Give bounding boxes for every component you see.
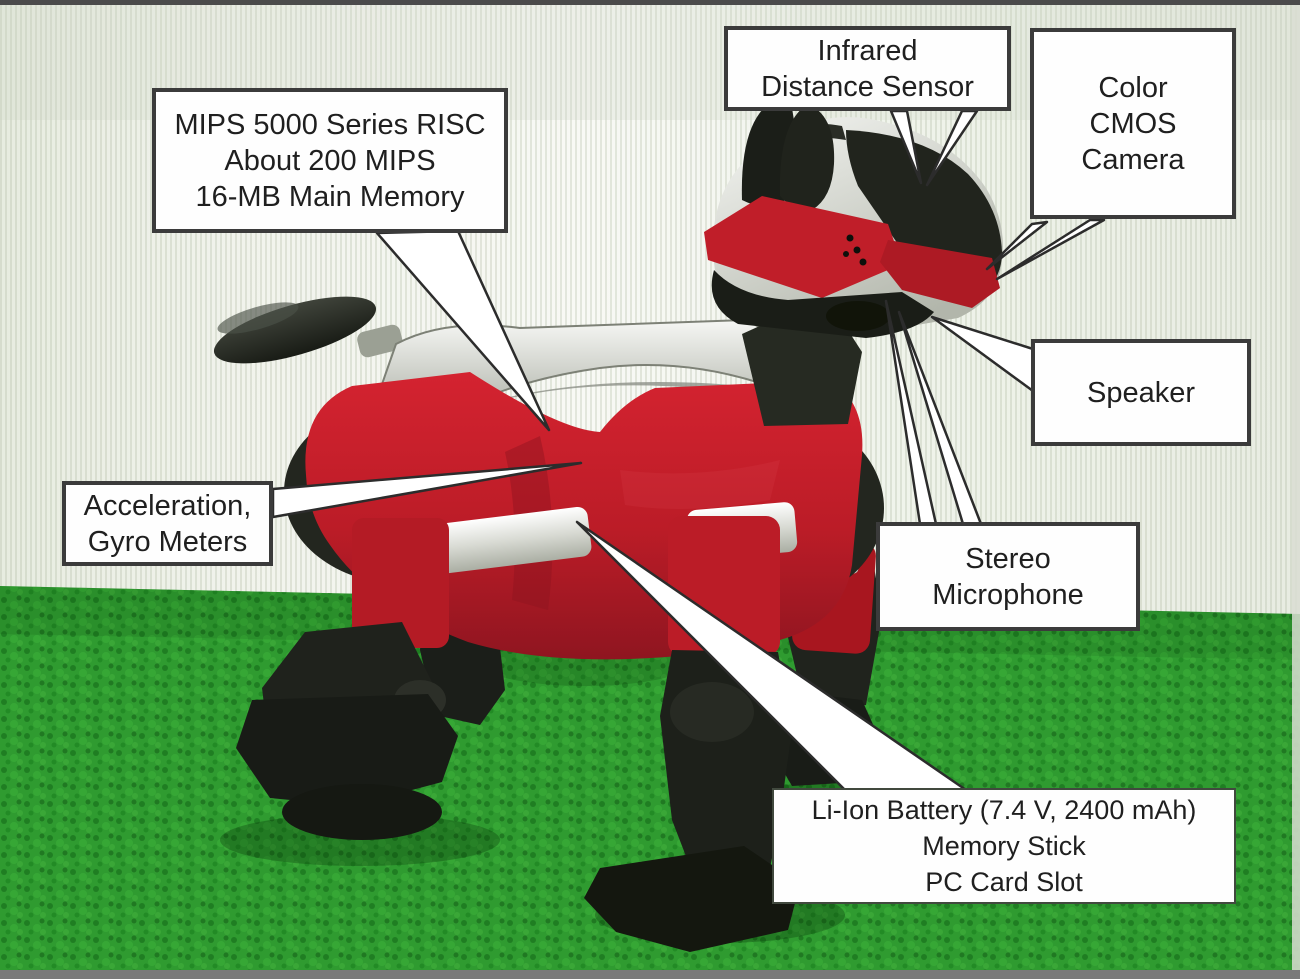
- label-infrared-distance-sensor: Infrared Distance Sensor: [724, 26, 1011, 111]
- robot-chin-speaker: [826, 301, 890, 331]
- robot-dog: [213, 101, 1003, 952]
- pointer-infrared-1: [889, 109, 923, 185]
- label-microphone-line-1: Stereo: [965, 542, 1051, 575]
- label-microphone-line-2: Microphone: [932, 578, 1084, 611]
- label-battery-memory-pccard: Li-Ion Battery (7.4 V, 2400 mAh) Memory …: [772, 788, 1236, 904]
- label-battery-line-1: Li-Ion Battery (7.4 V, 2400 mAh): [811, 795, 1197, 825]
- label-infrared-line-2: Distance Sensor: [761, 70, 974, 103]
- label-camera-line-2: CMOS: [1089, 107, 1177, 140]
- label-processor-line-2: About 200 MIPS: [224, 144, 436, 177]
- label-stereo-microphone: Stereo Microphone: [876, 522, 1140, 631]
- robot-headband-right: [880, 240, 1000, 308]
- label-acceleration-line-1: Acceleration,: [83, 489, 252, 522]
- pointer-camera-1: [985, 220, 1049, 271]
- label-processor-line-3: 16-MB Main Memory: [195, 180, 465, 213]
- robot-face-leds: [843, 234, 867, 266]
- label-battery-line-3: PC Card Slot: [925, 867, 1083, 897]
- robot-front-leg: [584, 502, 800, 952]
- label-processor-line-1: MIPS 5000 Series RISC: [174, 108, 486, 141]
- robot-rear-leg: [236, 506, 592, 840]
- robot-head: [704, 101, 1003, 426]
- label-color-cmos-camera: Color CMOS Camera: [1030, 28, 1236, 219]
- pointer-infrared-2: [925, 109, 979, 187]
- label-battery-line-2: Memory Stick: [922, 831, 1086, 861]
- label-camera-line-3: Camera: [1081, 143, 1185, 176]
- label-camera-line-1: Color: [1098, 71, 1168, 104]
- robot-ears: [741, 101, 835, 211]
- pointer-acceleration: [271, 461, 583, 519]
- label-speaker: Speaker: [1031, 339, 1251, 446]
- label-acceleration-gyro: Acceleration, Gyro Meters: [62, 481, 273, 566]
- label-speaker-line-1: Speaker: [1086, 376, 1195, 409]
- label-processor: MIPS 5000 Series RISC About 200 MIPS 16-…: [152, 88, 508, 233]
- label-infrared-line-1: Infrared: [817, 34, 918, 67]
- label-acceleration-line-2: Gyro Meters: [87, 525, 248, 558]
- pointer-camera-2: [995, 218, 1106, 281]
- robot-tail: [213, 296, 403, 364]
- robot-headband-left: [704, 196, 902, 298]
